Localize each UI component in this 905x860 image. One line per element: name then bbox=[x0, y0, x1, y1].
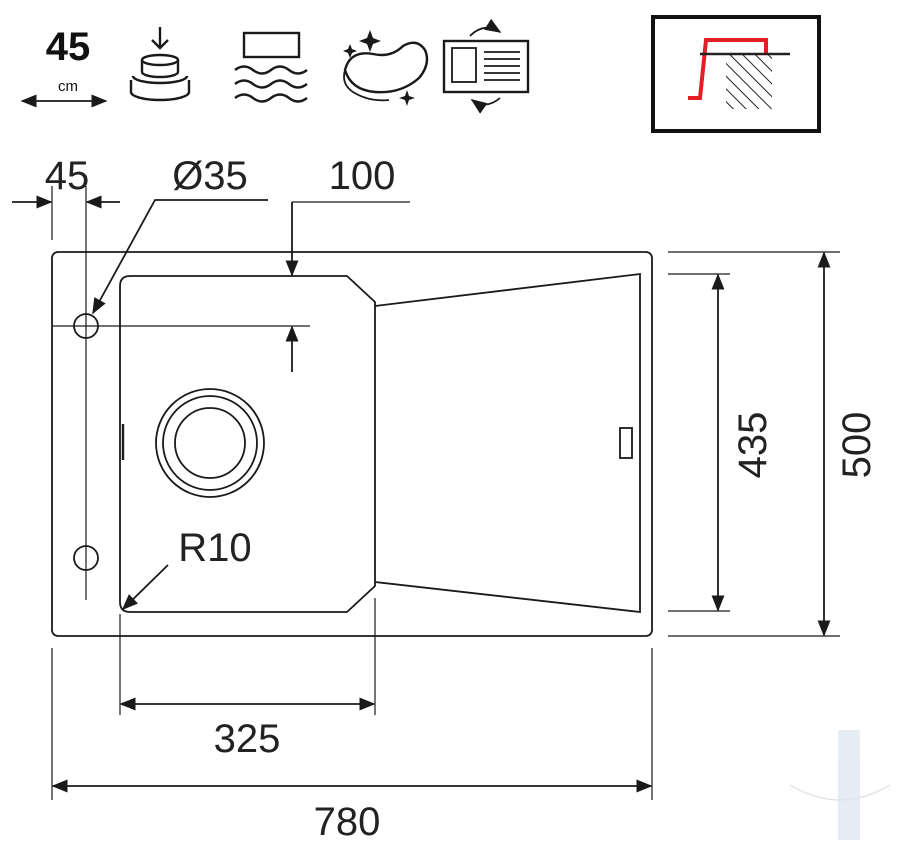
dim-tap-hole-diameter-label: Ø35 bbox=[172, 154, 248, 198]
dim-bowl-depth: 100 bbox=[285, 154, 410, 372]
drain-outlet bbox=[155, 388, 265, 498]
overflow-slot bbox=[619, 427, 633, 459]
watermark-logo bbox=[789, 730, 891, 840]
cabinet-width-unit: cm bbox=[58, 78, 78, 95]
dim-tap-offset-label: 45 bbox=[45, 154, 90, 198]
dim-tap-offset: 45 bbox=[12, 154, 120, 600]
dim-total-length: 500 bbox=[668, 251, 879, 637]
dim-bowl-width: 325 bbox=[119, 598, 376, 761]
dim-tap-hole-diameter: Ø35 bbox=[92, 154, 268, 315]
water-tank-icon bbox=[234, 31, 308, 103]
dim-corner-radius-label: R10 bbox=[178, 526, 251, 570]
mount-profile-accent bbox=[688, 38, 768, 100]
dim-total-width-label: 780 bbox=[314, 800, 381, 844]
dim-bowl-length-label: 435 bbox=[731, 412, 775, 479]
dim-bowl-width-label: 325 bbox=[214, 717, 281, 761]
dim-bowl-depth-label: 100 bbox=[329, 154, 396, 198]
dim-corner-radius: R10 bbox=[121, 526, 252, 611]
reversible-sink-icon bbox=[442, 18, 530, 114]
sink-outline bbox=[51, 251, 653, 637]
dim-bowl-length: 435 bbox=[668, 273, 775, 612]
dim-total-length-label: 500 bbox=[835, 412, 879, 479]
cabinet-width-value: 45 bbox=[46, 25, 91, 69]
inset-mount-icon bbox=[651, 15, 821, 133]
cabinet-width-icon: 45 cm bbox=[20, 25, 108, 108]
sponge-sparkle-icon bbox=[343, 30, 429, 106]
stacked-dishes-icon bbox=[129, 27, 191, 102]
dim-total-width: 780 bbox=[51, 648, 653, 844]
